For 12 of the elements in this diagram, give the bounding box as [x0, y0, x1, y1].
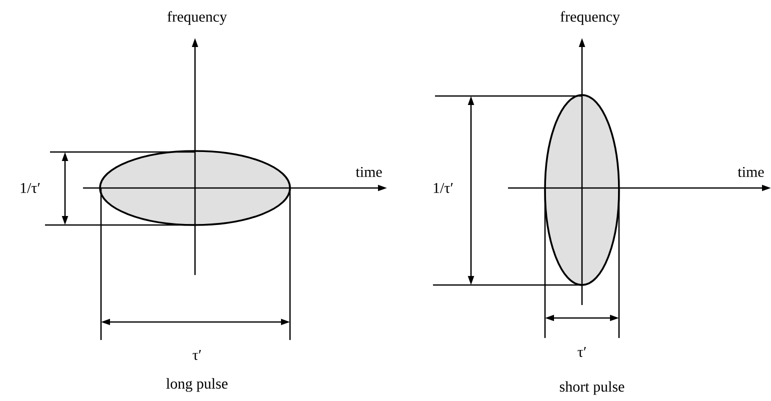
- caption: short pulse: [560, 381, 624, 395]
- dimension-label: τ′: [192, 350, 201, 360]
- dimension-label: 1/τ′: [434, 182, 453, 193]
- dimension-label: 1/τ′: [20, 182, 40, 193]
- axis-label: frequency: [560, 11, 620, 25]
- axis-label: time: [738, 166, 764, 178]
- pulse-ellipse: [544, 94, 620, 286]
- pulse-ellipse: [99, 150, 291, 226]
- axis-label: frequency: [167, 11, 227, 25]
- dimension-label: τ′: [578, 347, 586, 357]
- axis-label: time: [356, 166, 382, 178]
- caption: long pulse: [166, 378, 228, 392]
